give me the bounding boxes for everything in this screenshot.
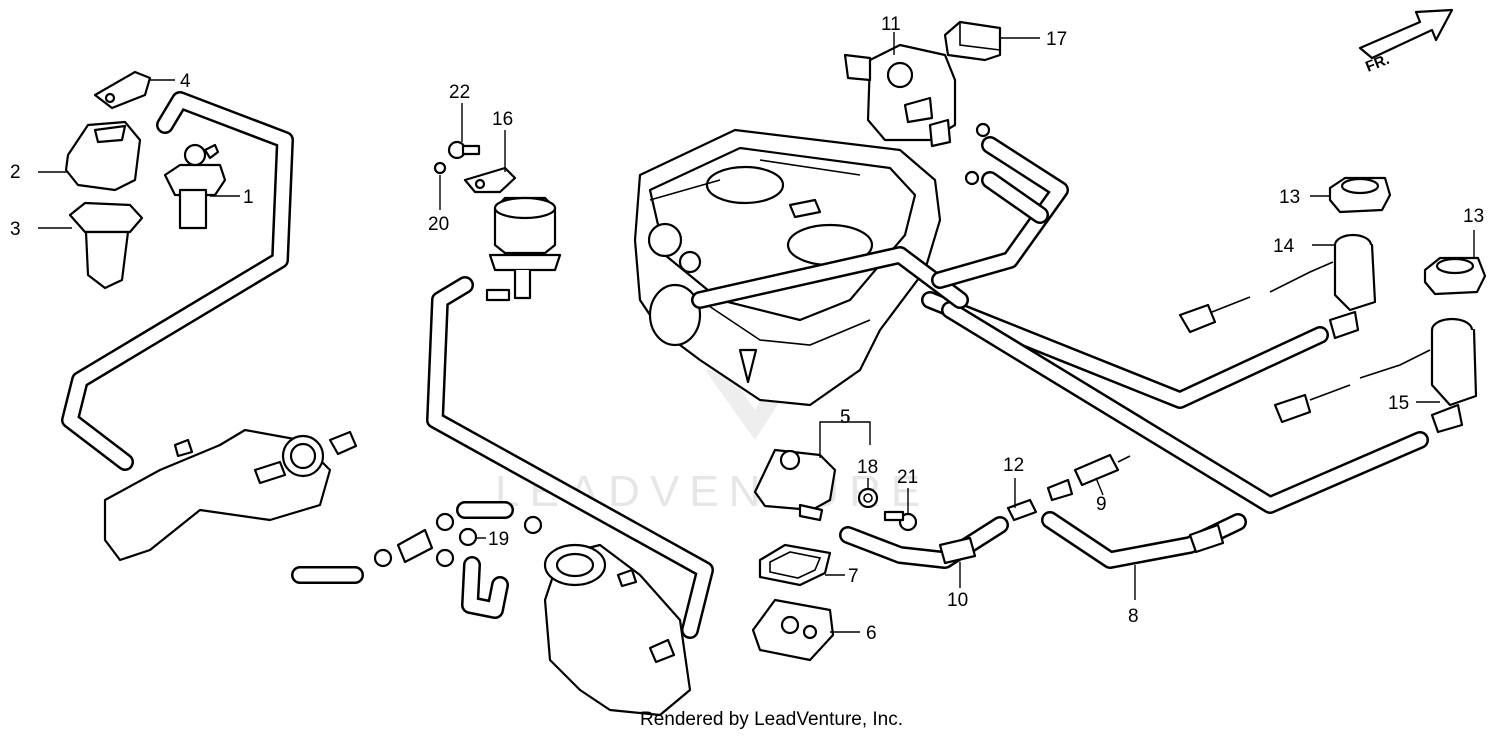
part-10-hose — [839, 516, 1009, 569]
callout-1: 1 — [243, 187, 254, 208]
part-5-map-sensor — [753, 448, 837, 522]
callout-18: 18 — [857, 457, 878, 478]
callout-8: 8 — [1128, 606, 1139, 627]
front-direction-arrow-icon: FR. — [1358, 8, 1454, 76]
part-18-nut — [857, 487, 879, 509]
vacuum-hose-center — [426, 276, 714, 639]
callout-13-upper: 13 — [1279, 187, 1300, 208]
callout-12: 12 — [1003, 455, 1024, 476]
part-17-connector — [943, 20, 1002, 62]
part-3-pump-base — [68, 201, 144, 290]
part-7-gasket — [758, 543, 832, 587]
callout-numbers: 1 2 3 4 5 6 7 8 9 10 12 11 13 13 14 15 1… — [10, 14, 1484, 644]
part-1-fuel-pump — [163, 143, 227, 230]
carburetor-assembly — [633, 128, 942, 407]
part-14-solenoid-valve — [1178, 233, 1377, 340]
callout-7: 7 — [848, 566, 859, 587]
callout-22: 22 — [449, 82, 470, 103]
part-13-clamp-upper — [1328, 176, 1392, 214]
callout-14: 14 — [1273, 236, 1295, 257]
callout-21: 21 — [897, 467, 918, 488]
callout-9: 9 — [1096, 494, 1107, 515]
fittings-cluster — [373, 501, 543, 619]
callout-5: 5 — [840, 407, 851, 428]
leader-lines — [38, 32, 1475, 633]
vacuum-chamber — [485, 196, 562, 302]
part-15-solenoid-valve — [1273, 317, 1478, 434]
part-11-solenoid-assembly — [843, 43, 991, 186]
vacuum-hose-network — [691, 136, 1429, 514]
callout-15: 15 — [1388, 393, 1409, 414]
part-6-bracket — [751, 598, 835, 662]
callout-16: 16 — [492, 109, 513, 130]
callout-2: 2 — [10, 162, 21, 183]
intake-manifold-center — [543, 543, 692, 717]
part-4-bracket — [93, 70, 152, 110]
callout-6: 6 — [866, 623, 877, 644]
part-21-bolt — [883, 510, 918, 532]
part-9-joint — [1046, 453, 1131, 502]
credit-text: Rendered by LeadVenture, Inc. — [640, 709, 904, 730]
part-13-clamp-lower — [1423, 256, 1487, 296]
callout-13-lower: 13 — [1463, 206, 1484, 227]
callout-11: 11 — [881, 14, 901, 35]
part-8-hose — [1041, 511, 1247, 569]
part-20-bolt — [433, 161, 447, 175]
callout-10: 10 — [947, 590, 968, 611]
part-22-bolt — [447, 140, 481, 160]
callout-19: 19 — [488, 529, 509, 550]
part-16-bracket — [463, 166, 517, 194]
callout-3: 3 — [10, 219, 21, 240]
part-12-tee — [1006, 498, 1038, 522]
callout-20: 20 — [428, 214, 449, 235]
callout-17: 17 — [1046, 29, 1067, 50]
intake-manifold-left — [103, 428, 364, 584]
fuel-hose-left — [61, 91, 294, 471]
callout-4: 4 — [180, 71, 191, 92]
part-2-pump-cover — [64, 120, 142, 192]
